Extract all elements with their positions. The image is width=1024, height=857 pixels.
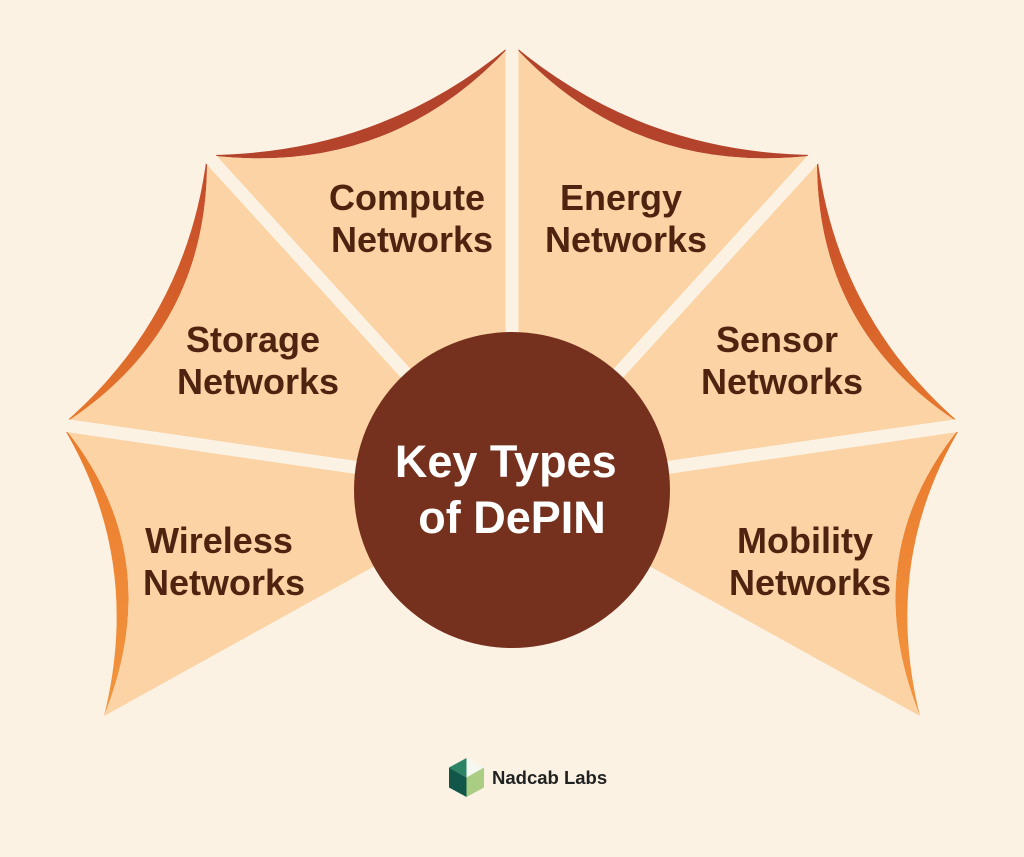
petal-mobility-accent-arc xyxy=(895,425,962,716)
petal-energy-accent-arc xyxy=(512,44,817,159)
petal-storage-accent-arc xyxy=(62,155,208,425)
petal-wireless-accent-arc xyxy=(62,425,129,716)
center-circle xyxy=(354,332,670,648)
cube-hexagon-icon xyxy=(449,758,484,797)
label-mobility-networks: Mobility Networks xyxy=(729,520,891,603)
logo-facet-right xyxy=(466,767,484,797)
label-storage-networks: Storage Networks xyxy=(177,319,339,402)
label-wireless-networks: Wireless Networks xyxy=(143,520,305,603)
logo-facet-upper-left xyxy=(449,758,467,778)
petal-sensor-accent-arc xyxy=(816,155,962,425)
diagram-title: Key Types of DePIN xyxy=(395,436,629,543)
label-energy-networks: Energy Networks xyxy=(545,177,707,260)
brand-name: Nadcab Labs xyxy=(492,767,607,788)
diagram-title-line1: Key Types xyxy=(395,436,617,487)
label-sensor-networks: Sensor Networks xyxy=(701,319,863,402)
logo-facet-top-white xyxy=(466,758,484,778)
petal-compute-accent-arc xyxy=(207,44,512,159)
label-compute-networks: Compute Networks xyxy=(329,177,495,260)
logo-facet-lower-left xyxy=(449,767,467,797)
brand-logo: Nadcab Labs xyxy=(449,758,607,797)
diagram-title-line2: of DePIN xyxy=(418,492,606,543)
